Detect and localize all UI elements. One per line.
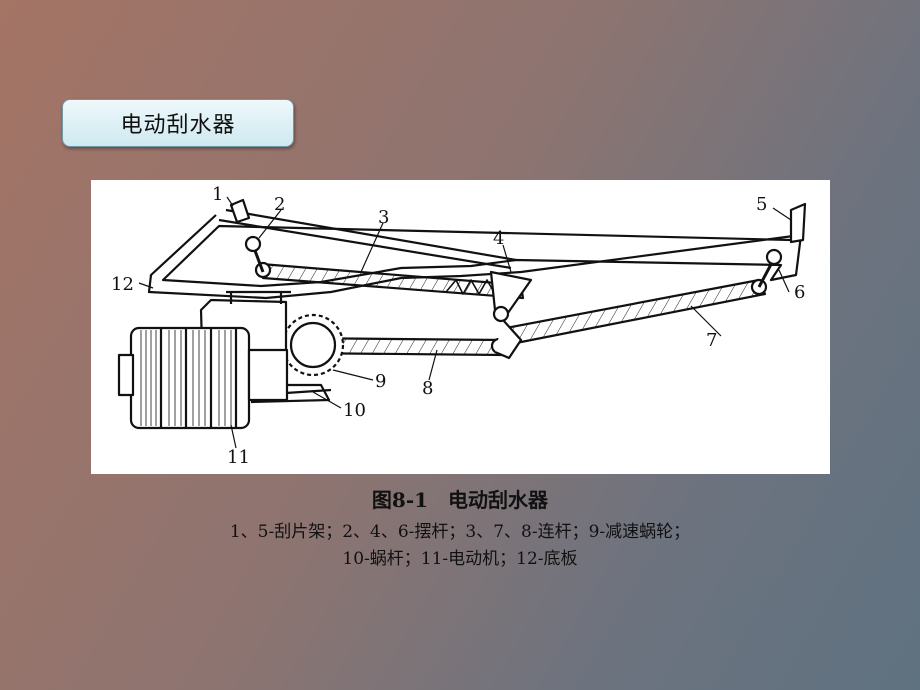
label-11: 11 [227, 447, 250, 468]
label-4: 4 [493, 228, 504, 249]
blade-holder-1 [229, 198, 251, 224]
figure-caption-line-1: 1、5-刮片架；2、4、6-摆杆；3、7、8-连杆；9-减速蜗轮； [229, 522, 691, 542]
label-7: 7 [706, 330, 717, 351]
blade-holder-5 [789, 202, 807, 244]
label-12: 12 [111, 274, 134, 295]
base-plate [147, 214, 803, 300]
figure-caption-line-2: 10-蜗杆；11-电动机；12-底板 [342, 549, 578, 569]
label-10: 10 [343, 400, 366, 421]
label-8: 8 [422, 378, 433, 399]
link-7 [504, 278, 767, 346]
label-3: 3 [378, 207, 389, 228]
wiper-diagram: 1 2 3 4 5 6 7 8 9 10 11 12 [91, 180, 830, 474]
figure-caption-title: 图8-1 电动刮水器 [371, 488, 549, 512]
label-9: 9 [375, 371, 386, 392]
label-6: 6 [794, 282, 805, 303]
slide-title: 电动刮水器 [62, 99, 294, 147]
label-5: 5 [756, 194, 767, 215]
label-1: 1 [212, 184, 223, 205]
label-2: 2 [274, 194, 285, 215]
